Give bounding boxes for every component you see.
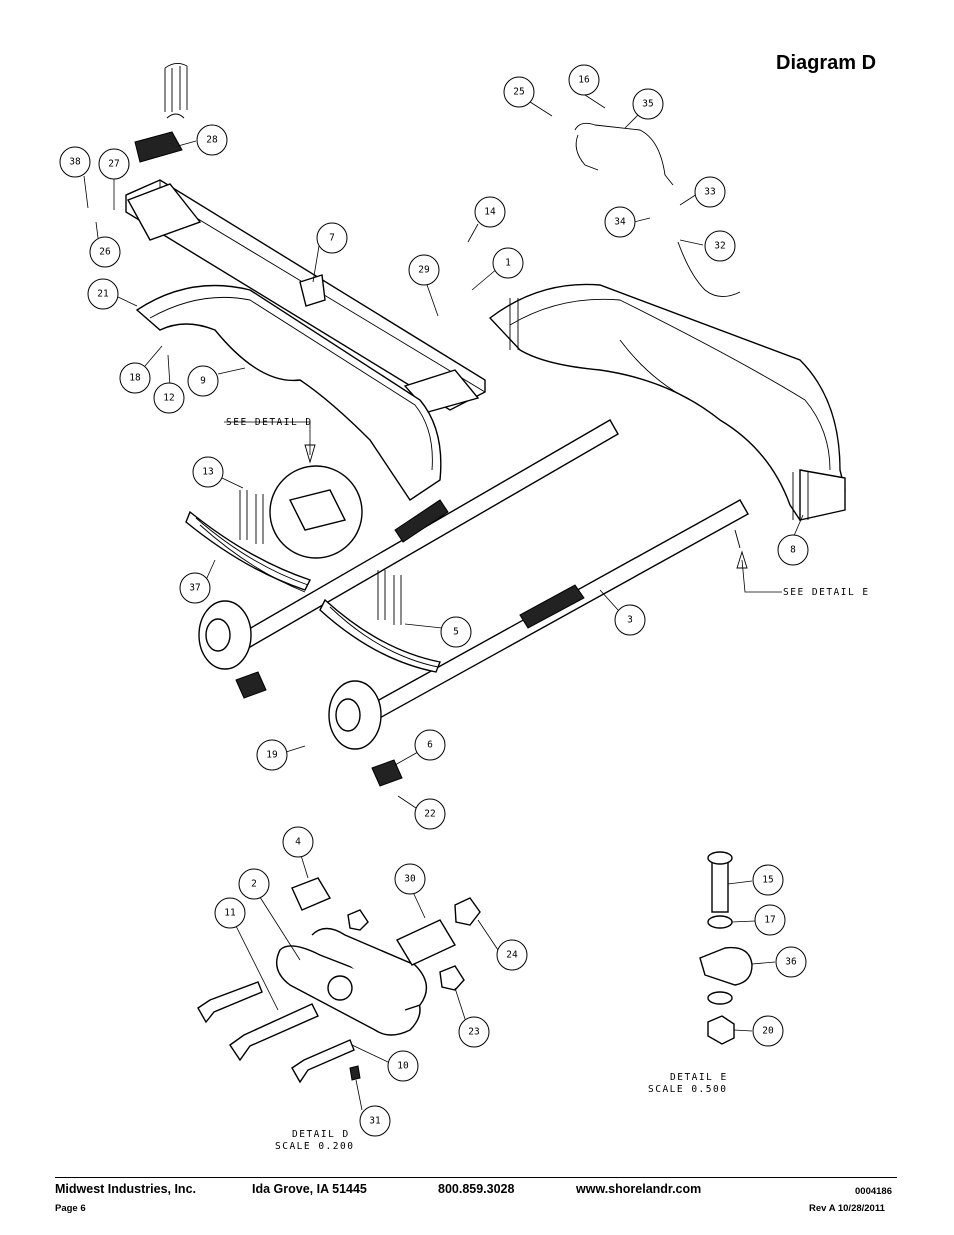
callout-14: 14 (474, 196, 506, 228)
callout-bubbles: 25 16 35 28 38 27 26 33 34 32 14 7 29 1 … (59, 64, 809, 1137)
callout-15: 15 (752, 864, 784, 896)
svg-text:4: 4 (295, 837, 301, 848)
see-detail-d-note: SEE DETAIL D (226, 417, 313, 428)
callout-16: 16 (568, 64, 600, 96)
svg-text:35: 35 (642, 99, 653, 110)
svg-text:36: 36 (785, 957, 797, 968)
callout-37: 37 (179, 572, 211, 604)
see-detail-e-note: SEE DETAIL E (783, 587, 870, 598)
callout-29: 29 (408, 254, 440, 286)
svg-text:2: 2 (251, 879, 257, 890)
svg-text:27: 27 (108, 159, 119, 170)
callout-6: 6 (414, 729, 446, 761)
callout-25: 25 (503, 76, 535, 108)
callout-8: 8 (777, 534, 809, 566)
callout-33: 33 (694, 176, 726, 208)
svg-text:25: 25 (513, 87, 524, 98)
svg-text:18: 18 (129, 373, 141, 384)
svg-text:16: 16 (578, 75, 590, 86)
callout-13: 13 (192, 456, 224, 488)
assembly-drawing (125, 63, 846, 1084)
callout-10: 10 (387, 1050, 419, 1082)
footer-phone: 800.859.3028 (438, 1182, 515, 1196)
callout-21: 21 (87, 278, 119, 310)
svg-text:24: 24 (506, 950, 518, 961)
callout-30: 30 (394, 863, 426, 895)
footer-website[interactable]: www.shorelandr.com (576, 1182, 702, 1196)
footer-company: Midwest Industries, Inc. (55, 1182, 196, 1196)
detail-e-title: DETAIL E (670, 1072, 728, 1083)
callout-17: 17 (754, 904, 786, 936)
callout-12: 12 (153, 382, 185, 414)
svg-text:9: 9 (200, 376, 206, 387)
detail-notes: SEE DETAIL D SEE DETAIL E DETAIL D SCALE… (226, 417, 870, 1152)
footer-location: Ida Grove, IA 51445 (252, 1182, 367, 1196)
detail-e-scale: SCALE 0.500 (648, 1084, 727, 1095)
callout-26: 26 (89, 236, 121, 268)
callout-2: 2 (238, 868, 270, 900)
svg-text:19: 19 (266, 750, 278, 761)
svg-text:7: 7 (329, 233, 335, 244)
svg-text:34: 34 (614, 217, 626, 228)
detail-d-title: DETAIL D (292, 1129, 350, 1140)
callout-20: 20 (752, 1015, 784, 1047)
callout-27: 27 (98, 148, 130, 180)
callout-18: 18 (119, 362, 151, 394)
svg-text:28: 28 (206, 135, 218, 146)
callout-24: 24 (496, 939, 528, 971)
svg-text:21: 21 (97, 289, 109, 300)
svg-text:22: 22 (424, 809, 435, 820)
svg-text:8: 8 (790, 545, 796, 556)
callout-19: 19 (256, 739, 288, 771)
callout-4: 4 (282, 826, 314, 858)
callout-3: 3 (614, 604, 646, 636)
svg-text:38: 38 (69, 157, 81, 168)
callout-9: 9 (187, 365, 219, 397)
svg-text:32: 32 (714, 241, 725, 252)
detail-d-scale: SCALE 0.200 (275, 1141, 354, 1152)
svg-text:10: 10 (397, 1061, 409, 1072)
svg-text:5: 5 (453, 627, 459, 638)
callout-34: 34 (604, 206, 636, 238)
svg-text:33: 33 (704, 187, 715, 198)
callout-11: 11 (214, 897, 246, 929)
footer-revision: Rev A 10/28/2011 (809, 1203, 885, 1214)
callout-32: 32 (704, 230, 736, 262)
callout-31: 31 (359, 1105, 391, 1137)
svg-text:31: 31 (369, 1116, 381, 1127)
svg-text:11: 11 (224, 908, 236, 919)
footer-part-number: 0004186 (855, 1186, 892, 1197)
svg-text:3: 3 (627, 615, 633, 626)
footer-divider (55, 1177, 897, 1178)
svg-text:20: 20 (762, 1026, 774, 1037)
callout-7: 7 (316, 222, 348, 254)
svg-text:17: 17 (764, 915, 775, 926)
callout-36: 36 (775, 946, 807, 978)
svg-text:15: 15 (762, 875, 773, 886)
svg-text:26: 26 (99, 247, 111, 258)
callout-35: 35 (632, 88, 664, 120)
leader-lines (83, 94, 804, 1111)
svg-text:23: 23 (468, 1027, 479, 1038)
svg-text:29: 29 (418, 265, 430, 276)
svg-text:6: 6 (427, 740, 433, 751)
svg-text:30: 30 (404, 874, 416, 885)
svg-text:13: 13 (202, 467, 213, 478)
svg-text:37: 37 (189, 583, 200, 594)
callout-23: 23 (458, 1016, 490, 1048)
page-title: Diagram D (776, 52, 877, 74)
callout-1: 1 (492, 247, 524, 279)
callout-22: 22 (414, 798, 446, 830)
svg-text:14: 14 (484, 207, 496, 218)
callout-5: 5 (440, 616, 472, 648)
footer-page-number: Page 6 (55, 1203, 86, 1214)
callout-38: 38 (59, 146, 91, 178)
svg-text:1: 1 (505, 258, 511, 269)
callout-28: 28 (196, 124, 228, 156)
svg-text:12: 12 (163, 393, 174, 404)
